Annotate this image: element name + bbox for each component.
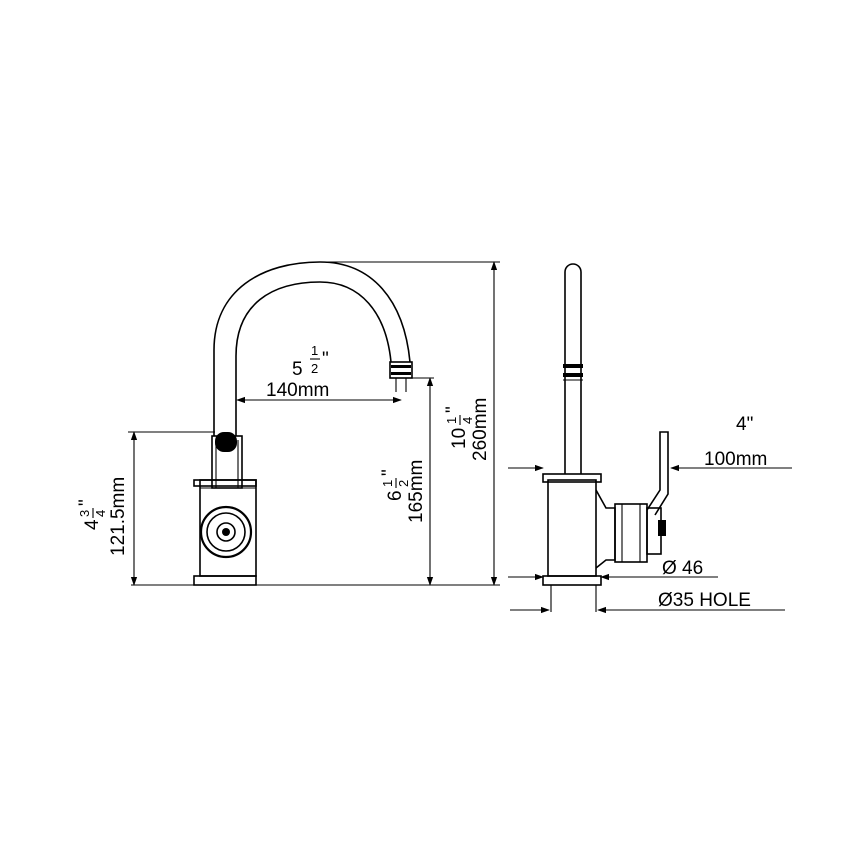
- overall-height-label: 10 1 4 " 260mm: [443, 398, 491, 461]
- spout-outlet: [389, 361, 413, 379]
- lever-reach-imperial: 4": [736, 414, 753, 435]
- overall-height-metric: 260mm: [470, 398, 491, 461]
- reach-inch: ": [322, 349, 329, 370]
- handle-height-label: 4 3 4 " 121.5mm: [76, 477, 129, 556]
- handle-height-inch: ": [76, 499, 97, 506]
- side-dimension-lines: [508, 464, 792, 614]
- reach-whole: 5: [292, 359, 303, 380]
- reach-num: 1: [311, 343, 318, 358]
- side-body: [547, 479, 597, 577]
- handle-height-den: 4: [93, 510, 108, 517]
- outlet-height-label: 6 1 2 " 165mm: [379, 460, 427, 523]
- lever-reach-metric: 100mm: [704, 449, 767, 470]
- front-body: [199, 479, 257, 577]
- front-base-plate: [193, 575, 257, 586]
- outlet-height-den: 2: [396, 480, 411, 487]
- gooseneck-spout: [213, 261, 411, 436]
- handle-height-metric: 121.5mm: [108, 477, 129, 556]
- side-lever: [646, 431, 669, 516]
- reach-label: 5 1 2 " 140mm: [266, 343, 329, 401]
- overall-height-den: 4: [460, 417, 475, 424]
- outlet-height-whole: 6: [385, 490, 406, 501]
- handle-knob: [199, 505, 253, 559]
- overall-height-num: 1: [444, 417, 459, 424]
- handle-height-whole: 4: [82, 519, 103, 530]
- side-view: [542, 263, 669, 586]
- front-view: [193, 261, 413, 586]
- reach-metric: 140mm: [266, 380, 329, 401]
- overall-height-inch: ": [443, 406, 464, 413]
- side-base-plate: [542, 575, 602, 586]
- reach-den: 2: [311, 361, 318, 376]
- side-spout-pipe: [564, 263, 582, 474]
- side-handle-hub: [614, 503, 648, 563]
- overall-height-whole: 10: [449, 428, 470, 449]
- handle-height-num: 3: [77, 510, 92, 517]
- base-diameter-label: Ø 46: [662, 558, 703, 579]
- front-dimension-lines: [128, 261, 500, 586]
- outlet-height-metric: 165mm: [406, 460, 427, 523]
- hole-diameter-label: Ø35 HOLE: [658, 590, 751, 611]
- outlet-height-inch: ": [379, 469, 400, 476]
- outlet-height-num: 1: [380, 480, 395, 487]
